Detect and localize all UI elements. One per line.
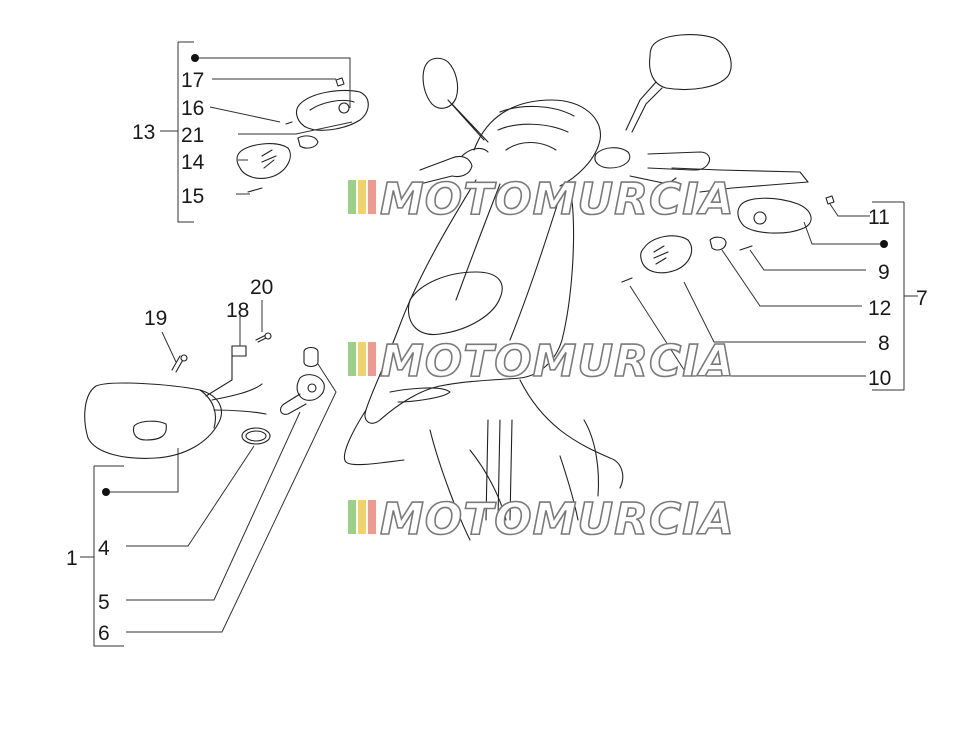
label-10: 10 (868, 367, 891, 390)
watermark-stripe-green (348, 180, 356, 214)
watermark-stripe-yellow (358, 180, 366, 214)
label-11: 11 (868, 206, 890, 229)
label-1: 1 (66, 547, 78, 570)
label-21: 21 (181, 124, 204, 147)
label-13: 13 (132, 121, 155, 144)
label-14: 14 (181, 151, 205, 174)
watermark-top: MOTOMURCIA (348, 173, 735, 226)
label-16: 16 (181, 97, 204, 120)
label-9: 9 (878, 261, 890, 284)
screw-19 (171, 354, 188, 373)
left-indicator-housing (295, 89, 369, 131)
watermark-stripe-green (348, 500, 356, 534)
watermark-stripe-green (348, 342, 356, 376)
watermark-text: MOTOMURCIA (380, 336, 735, 387)
right-indicator-housing (737, 197, 812, 234)
handlebar-cover (473, 99, 601, 187)
watermark-stripe-yellow (358, 500, 366, 534)
right-indicator-lens (640, 235, 693, 274)
label-18: 18 (226, 299, 249, 322)
right-mirror (648, 34, 732, 91)
watermark-stripe-red (368, 500, 376, 534)
bullet-1 (102, 488, 110, 496)
label-15: 15 (181, 185, 204, 208)
watermark-text: MOTOMURCIA (380, 174, 735, 225)
watermark-stripe-red (368, 180, 376, 214)
watermark-bottom: MOTOMURCIA (348, 493, 735, 546)
bulb-retaining-ring (241, 427, 271, 445)
label-19: 19 (144, 307, 167, 330)
bullet-7 (880, 240, 888, 248)
label-12: 12 (868, 297, 891, 320)
part-labels: 13 17 16 21 14 15 19 18 20 1 4 5 6 11 9 … (66, 69, 928, 645)
headlight-assembly (84, 332, 325, 459)
watermark-stripe-red (368, 342, 376, 376)
label-6: 6 (98, 622, 110, 645)
scooter-front-drawing (344, 34, 809, 541)
label-5: 5 (98, 591, 110, 614)
parking-bulb (303, 346, 319, 368)
label-20: 20 (250, 276, 273, 299)
watermark-stripe-yellow (358, 342, 366, 376)
label-4: 4 (98, 537, 110, 560)
label-8: 8 (878, 332, 890, 355)
watermark-middle: MOTOMURCIA (348, 335, 735, 388)
right-indicator-assembly (621, 195, 835, 283)
left-mirror (422, 57, 459, 109)
bullet-13 (191, 54, 199, 62)
left-indicator-assembly (236, 77, 369, 193)
watermark-text: MOTOMURCIA (380, 494, 735, 545)
leader-lines (80, 41, 918, 647)
screw-20 (255, 332, 272, 343)
label-17: 17 (181, 69, 204, 92)
clip-18 (231, 345, 247, 357)
front-shield (364, 179, 575, 424)
label-7: 7 (916, 287, 928, 310)
headlight-bulb (279, 374, 325, 415)
